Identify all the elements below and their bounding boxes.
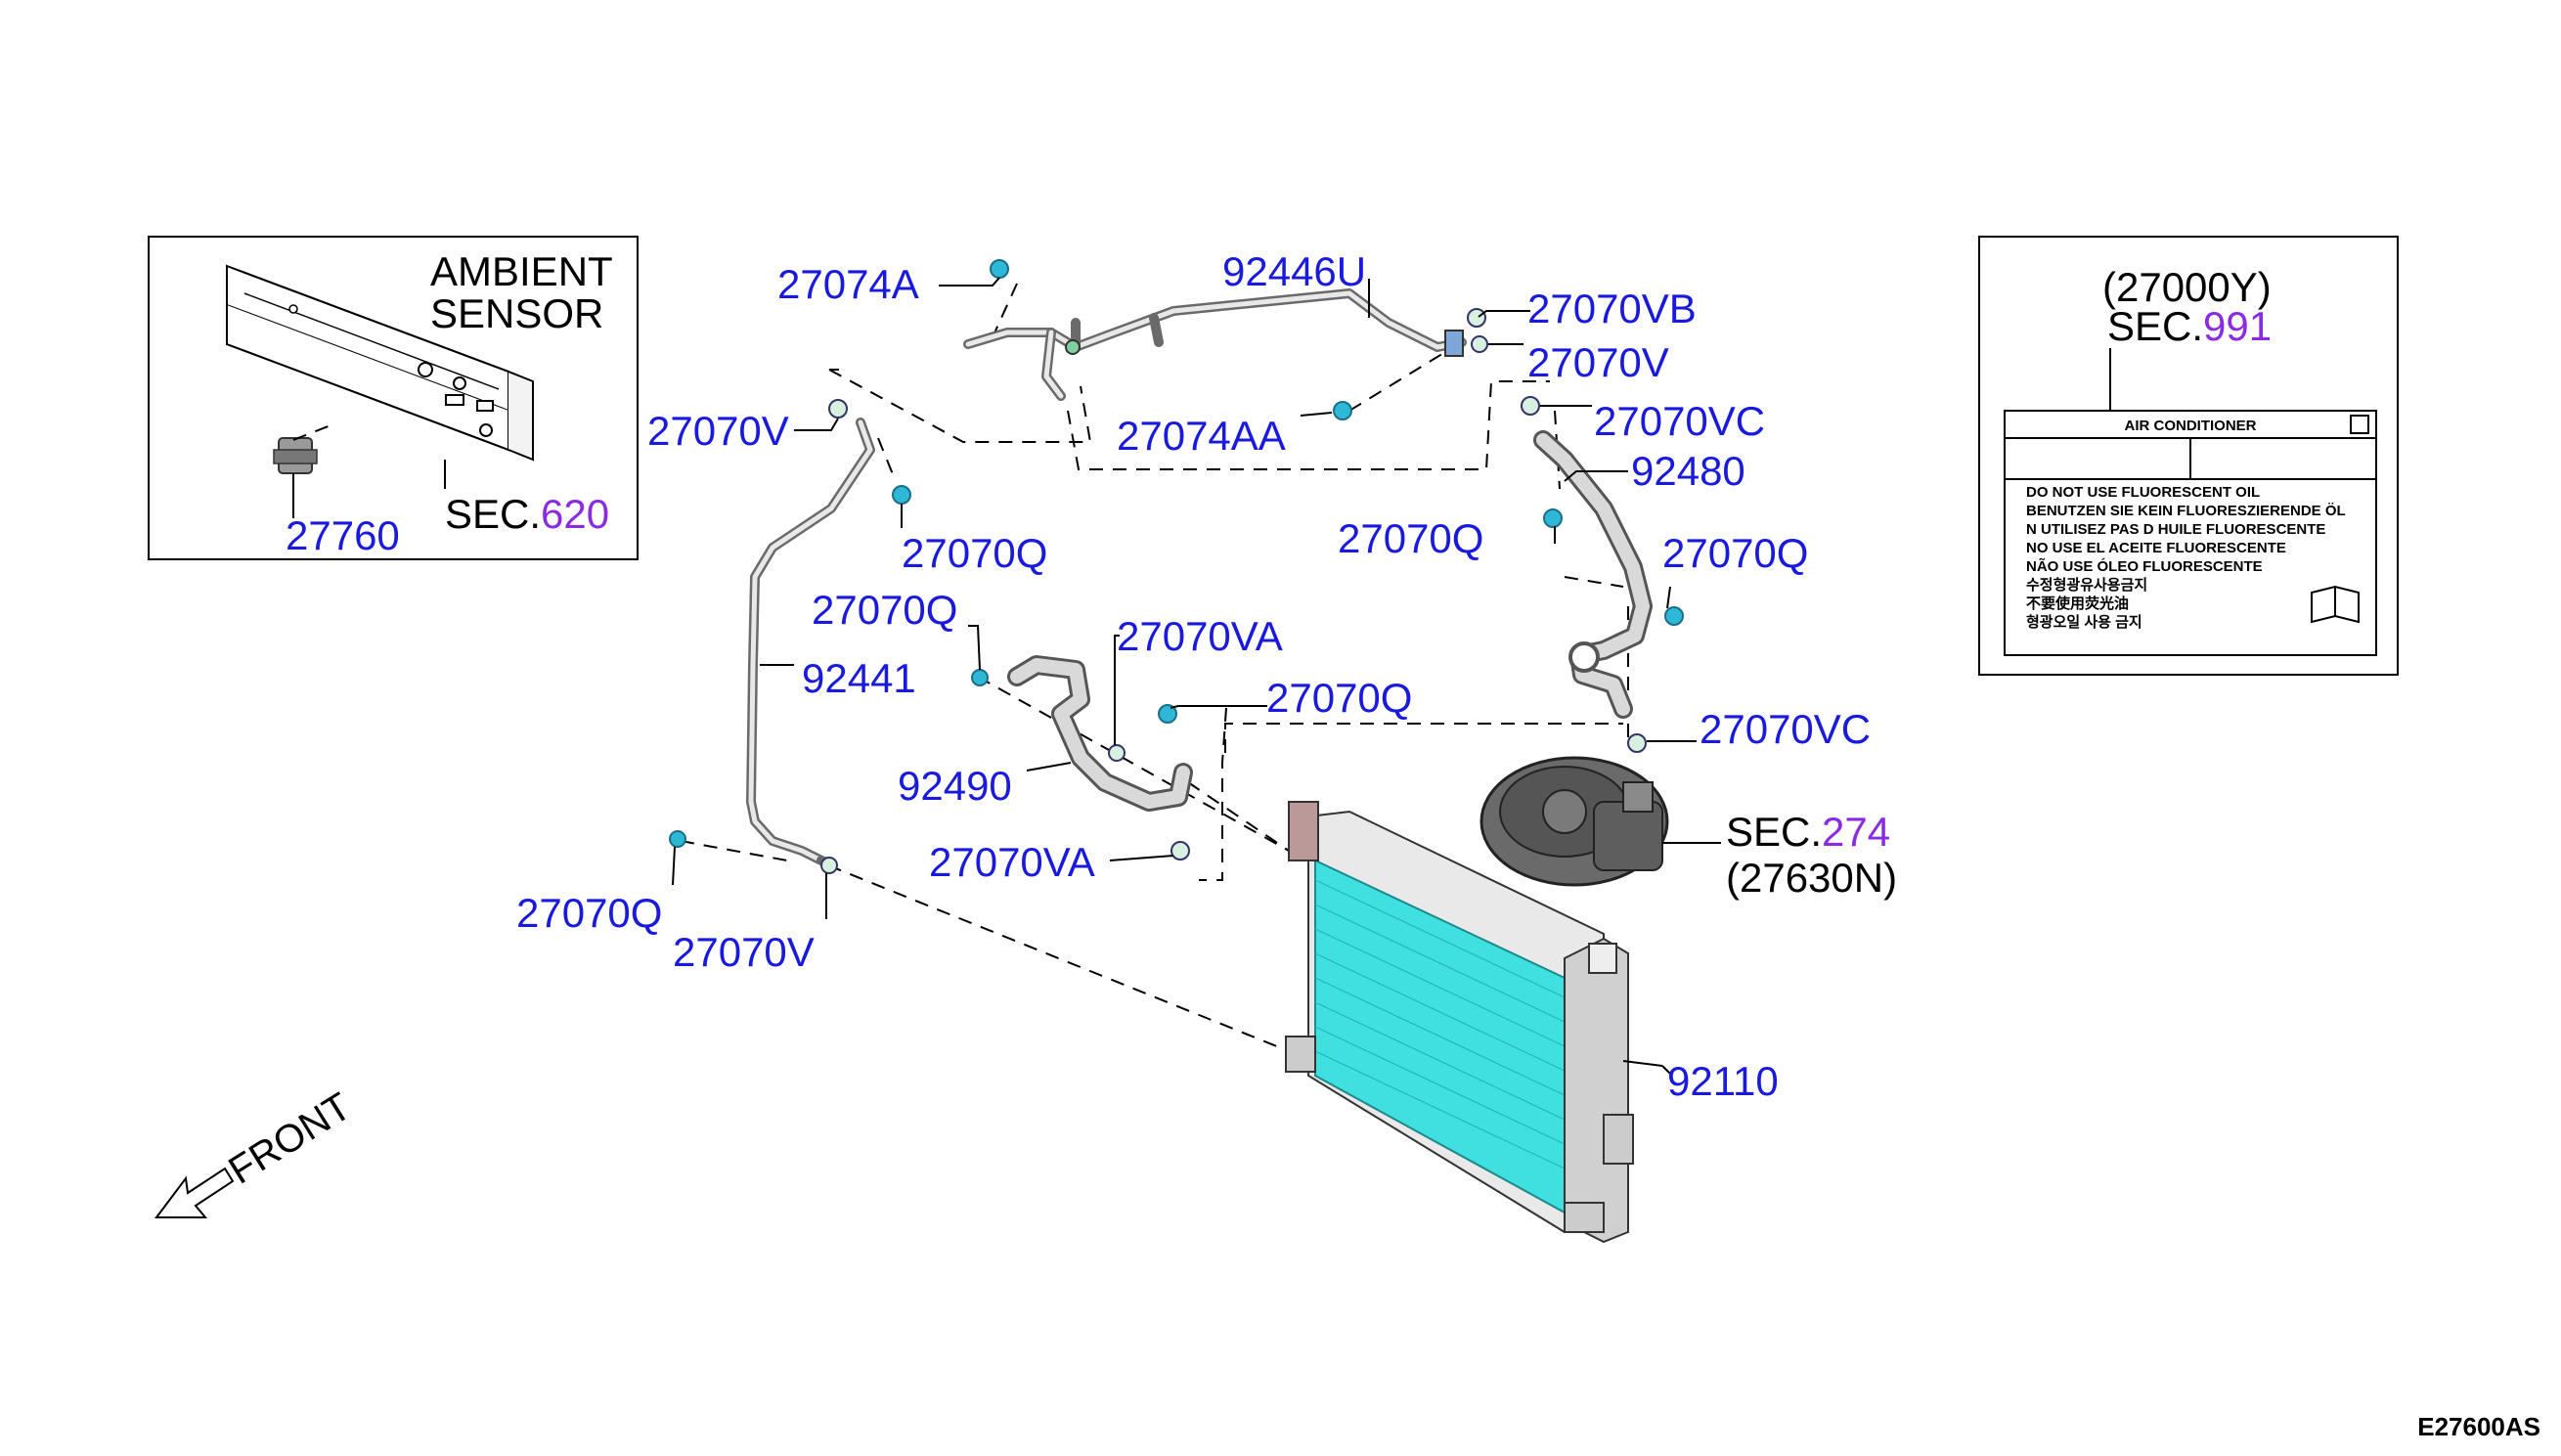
compressor-illustration [1479,756,1721,887]
diagram-code: E27600AS [2417,1412,2540,1441]
part-27070V-top[interactable]: 27070V [1527,339,1669,385]
pipe-92441 [746,418,875,869]
part-92490[interactable]: 92490 [898,763,1012,809]
ambient-sensor-inset: AMBIENT SENSOR SEC.620 27760 [148,236,639,560]
bolt-27074AA [1333,401,1352,420]
part-27070VC-bot[interactable]: 27070VC [1700,706,1871,752]
ambient-sensor-part [273,424,331,518]
bolt-27070Q-b [1543,508,1563,528]
part-27070VA-top[interactable]: 27070VA [1117,613,1283,659]
oring-27070VA-bot [1170,841,1190,860]
label-line-4: NO USE EL ACEITE FLUORESCENTE [2026,540,2286,556]
ac-label-sticker: AIR CONDITIONER DO NOT USE FLUORESCENT O… [2004,410,2377,656]
ambient-title-line1: AMBIENT [430,248,613,294]
part-92441[interactable]: 92441 [802,655,916,701]
label-line-6: 수정형광유사용금지 [2026,576,2147,594]
part-92110[interactable]: 92110 [1667,1058,1779,1104]
label-inset: (27000Y) SEC.991 AIR CONDITIONER DO NOT … [1978,236,2399,676]
label-line-2: BENUTZEN SIE KEIN FLUORESZIERENDE ÖL [2026,503,2346,519]
front-label: FRONT [221,1084,358,1192]
part-92480[interactable]: 92480 [1631,448,1745,494]
pipe-92446U [963,288,1467,401]
part-27070Q-b[interactable]: 27070Q [1338,515,1483,561]
oring-27070V-left [828,399,848,419]
bolt-27074A [990,259,1009,279]
part-27760[interactable]: 27760 [286,512,400,558]
front-arrow: FRONT [155,1084,359,1218]
label-line-1: DO NOT USE FLUORESCENT OIL [2026,484,2260,501]
label-part-ref[interactable]: (27000Y) [2102,264,2272,310]
part-27070Q-f[interactable]: 27070Q [516,890,662,936]
bolt-27070Q-e [1158,704,1177,724]
part-27070VC-top[interactable]: 27070VC [1594,398,1765,444]
label-line-7: 不要使用荧光油 [2026,595,2129,612]
oring-27070VC-bot [1627,733,1647,753]
part-27070VA-bot[interactable]: 27070VA [929,839,1095,885]
compressor-part-ref[interactable]: (27630N) [1726,855,1897,901]
oring-27070VC-top [1521,396,1540,416]
sec274-ref[interactable]: SEC.274 [1726,809,1890,855]
sec991-ref[interactable]: SEC.991 [2107,303,2272,349]
hose-92480 [1533,430,1653,719]
label-line-5: NÃO USE ÓLEO FLUORESCENTE [2026,557,2263,575]
bumper-beam-illustration [226,264,534,462]
ambient-title-line2: SENSOR [430,290,603,336]
bolt-27070Q-c [1664,606,1684,626]
part-27070VB[interactable]: 27070VB [1527,286,1697,331]
oring-27070V-top [1471,335,1488,353]
part-27070V-left[interactable]: 27070V [647,408,789,454]
part-27070Q-a[interactable]: 27070Q [902,530,1047,576]
bolt-27070Q-d [971,669,989,686]
oring-27070V-bot [820,857,838,874]
fittings [669,259,1684,874]
oring-27070VA-top [1108,744,1126,762]
label-line-3: N UTILISEZ PAS D HUILE FLUORESCENTE [2026,521,2325,538]
compressor-ref: SEC.274 (27630N) [1726,809,1897,901]
part-27070V-bot[interactable]: 27070V [673,929,815,975]
guide-lines [680,283,1629,1052]
condenser-illustration [1285,801,1673,1244]
bolt-27070Q-f [669,830,686,848]
part-27070Q-d[interactable]: 27070Q [812,587,957,633]
part-labels: 27074A 92446U 27070VB 27070V 27070V 2707… [516,248,1871,1104]
part-27070Q-c[interactable]: 27070Q [1662,530,1808,576]
label-header: AIR CONDITIONER [2125,418,2257,434]
manual-book-icon [2311,585,2360,624]
leader-lines [672,277,1697,919]
label-line-8: 형광오일 사용 금지 [2026,613,2142,631]
hose-92490 [1007,655,1193,812]
part-27070Q-e[interactable]: 27070Q [1266,675,1412,721]
bolt-27070Q-a [892,485,911,505]
part-27074AA[interactable]: 27074AA [1117,413,1286,459]
sec620-ref[interactable]: SEC.620 [445,491,609,537]
oring-27070VB [1467,308,1486,328]
front-arrow-icon [155,1167,235,1218]
part-27074A[interactable]: 27074A [777,261,919,307]
part-92446U[interactable]: 92446U [1222,248,1366,294]
